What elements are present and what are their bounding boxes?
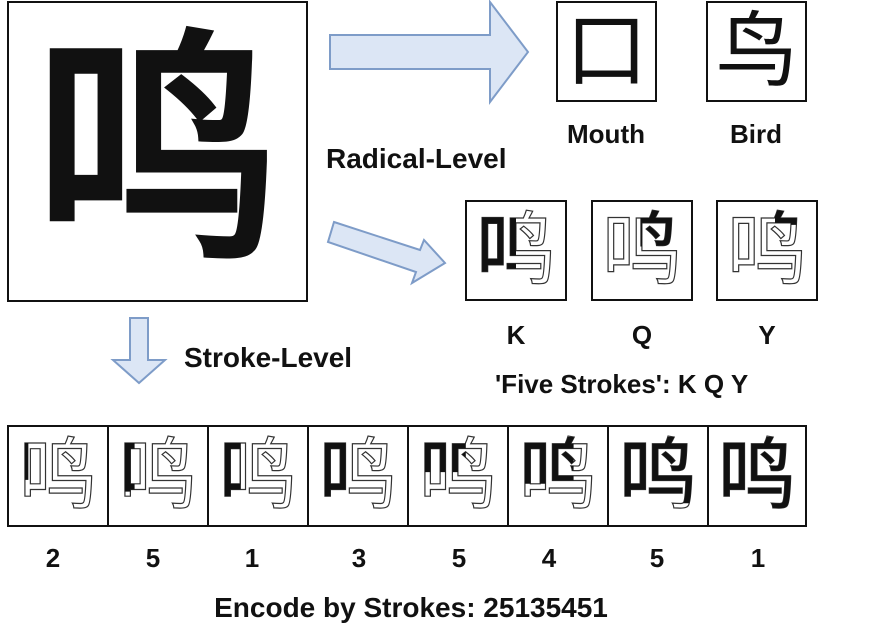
stroke-cell-glyph: 鸣鸣 bbox=[709, 427, 805, 525]
stroke-glyph-outline: 鸣 bbox=[717, 431, 796, 521]
five-strokes-glyph-highlight: 鸣 bbox=[727, 203, 807, 297]
radical-arrow-icon bbox=[329, 0, 530, 105]
stroke-cell-glyph: 鸣鸣 bbox=[509, 427, 607, 525]
stroke-encoding-caption: Encode by Strokes: 25135451 bbox=[214, 592, 608, 623]
stroke-cell-glyph: 鸣鸣 bbox=[609, 427, 707, 525]
stroke-cell-glyph: 鸣鸣 bbox=[209, 427, 307, 525]
stroke-glyph-outline: 鸣 bbox=[218, 431, 297, 521]
five-strokes-arrow-icon bbox=[326, 220, 447, 286]
stroke-cell-glyph: 鸣鸣 bbox=[9, 427, 107, 525]
stroke-cell: 鸣鸣 bbox=[607, 425, 709, 527]
five-strokes-glyph-k: 鸣 鸣 bbox=[467, 202, 565, 299]
stroke-glyph-outline: 鸣 bbox=[18, 431, 97, 521]
five-strokes-box-k: 鸣 鸣 bbox=[465, 200, 567, 301]
stroke-code: 1 bbox=[244, 543, 260, 573]
stroke-cell: 鸣鸣 bbox=[307, 425, 409, 527]
five-strokes-glyph-outline: 鸣 bbox=[726, 203, 807, 297]
five-strokes-box-q: 鸣 鸣 bbox=[591, 200, 693, 301]
radical-level-label: Radical-Level bbox=[326, 143, 507, 174]
five-strokes-box-y: 鸣 鸣 bbox=[716, 200, 818, 301]
five-strokes-glyph-outline: 鸣 bbox=[475, 203, 556, 297]
stroke-code: 4 bbox=[541, 543, 557, 573]
stroke-cell: 鸣鸣 bbox=[407, 425, 509, 527]
radical-glyph-mouth: 口 bbox=[565, 3, 648, 99]
main-character-glyph: 鸣 bbox=[35, 7, 280, 295]
radical-name-bird: Bird bbox=[730, 119, 782, 149]
stroke-glyph-outline: 鸣 bbox=[318, 431, 397, 521]
stroke-arrow-icon bbox=[110, 317, 168, 385]
radical-name-mouth: Mouth bbox=[567, 119, 645, 149]
stroke-cell: 鸣鸣 bbox=[707, 425, 807, 527]
stroke-glyph-highlight: 鸣 bbox=[118, 431, 197, 521]
five-strokes-glyph-highlight: 鸣 bbox=[476, 203, 556, 297]
stroke-code: 3 bbox=[351, 543, 367, 573]
stroke-code: 5 bbox=[451, 543, 467, 573]
stroke-code: 5 bbox=[145, 543, 161, 573]
stroke-code: 2 bbox=[45, 543, 61, 573]
stroke-glyph-highlight: 鸣 bbox=[218, 431, 297, 521]
stroke-cell-glyph: 鸣鸣 bbox=[309, 427, 407, 525]
radical-box-mouth: 口 bbox=[556, 1, 657, 102]
five-strokes-code-q: Q bbox=[631, 320, 653, 350]
five-strokes-glyph-q: 鸣 鸣 bbox=[593, 202, 691, 299]
radical-box-bird: 鸟 bbox=[706, 1, 807, 102]
stroke-level-label: Stroke-Level bbox=[184, 342, 353, 373]
stroke-cell: 鸣鸣 bbox=[7, 425, 109, 527]
main-character-box: 鸣 bbox=[7, 1, 308, 302]
stroke-glyph-highlight: 鸣 bbox=[618, 431, 697, 521]
stroke-code: 1 bbox=[750, 543, 766, 573]
five-strokes-caption: 'Five Strokes': K Q Y bbox=[495, 369, 749, 399]
stroke-glyph-highlight: 鸣 bbox=[18, 431, 97, 521]
stroke-glyph-highlight: 鸣 bbox=[518, 431, 597, 521]
stroke-glyph-outline: 鸣 bbox=[418, 431, 497, 521]
five-strokes-glyph-highlight: 鸣 bbox=[602, 203, 682, 297]
stroke-cell: 鸣鸣 bbox=[107, 425, 209, 527]
radical-glyph-bird: 鸟 bbox=[715, 3, 798, 99]
stroke-code: 5 bbox=[649, 543, 665, 573]
stroke-glyph-highlight: 鸣 bbox=[717, 431, 796, 521]
stroke-cell: 鸣鸣 bbox=[207, 425, 309, 527]
stroke-glyph-highlight: 鸣 bbox=[318, 431, 397, 521]
five-strokes-code-k: K bbox=[506, 320, 526, 350]
stroke-glyph-highlight: 鸣 bbox=[418, 431, 497, 521]
stroke-glyph-outline: 鸣 bbox=[118, 431, 197, 521]
five-strokes-code-y: Y bbox=[758, 320, 776, 350]
stroke-cell: 鸣鸣 bbox=[507, 425, 609, 527]
five-strokes-glyph-y: 鸣 鸣 bbox=[718, 202, 816, 299]
stroke-cell-glyph: 鸣鸣 bbox=[109, 427, 207, 525]
stroke-glyph-outline: 鸣 bbox=[618, 431, 697, 521]
five-strokes-glyph-outline: 鸣 bbox=[601, 203, 682, 297]
stroke-glyph-outline: 鸣 bbox=[518, 431, 597, 521]
stroke-cell-glyph: 鸣鸣 bbox=[409, 427, 507, 525]
